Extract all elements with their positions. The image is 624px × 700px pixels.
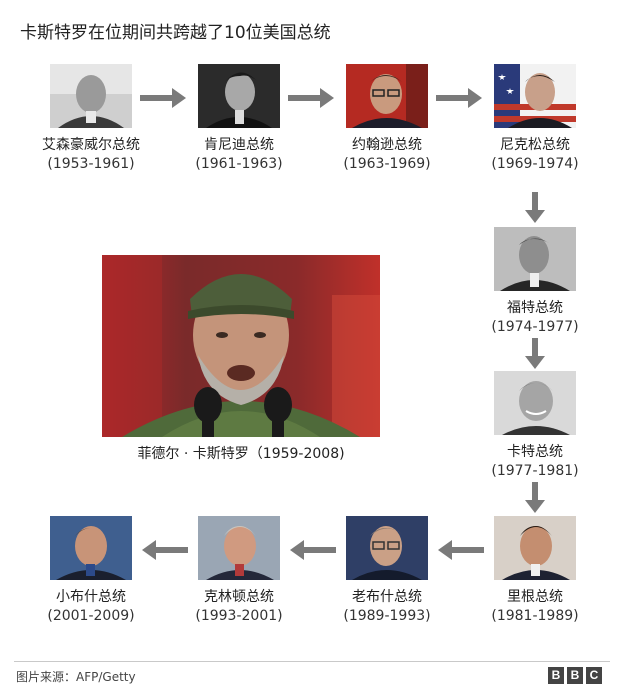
president-name: 克林顿总统 <box>204 589 274 605</box>
bbc-logo: B B C <box>548 667 602 684</box>
page-title: 卡斯特罗在位期间共跨越了10位美国总统 <box>20 23 331 43</box>
arrow-down-icon <box>525 192 545 223</box>
arrow-down-icon <box>525 482 545 513</box>
portrait-eisenhower <box>50 64 132 128</box>
arrow-left-icon <box>142 540 188 560</box>
president-name: 约翰逊总统 <box>352 137 422 153</box>
bbc-logo-letter: B <box>548 667 564 684</box>
president-years: (1989-1993) <box>343 608 431 624</box>
president-years: (1953-1961) <box>47 156 135 172</box>
president-card-clinton: 克林顿总统 (1993-2001) <box>164 516 314 626</box>
president-card-reagan: 里根总统 (1981-1989) <box>460 516 610 626</box>
president-card-eisenhower: 艾森豪威尔总统 (1953-1961) <box>16 64 166 174</box>
president-years: (1981-1989) <box>491 608 579 624</box>
arrow-right-icon <box>436 88 482 108</box>
president-years: (1993-2001) <box>195 608 283 624</box>
president-name: 卡特总统 <box>507 444 563 460</box>
portrait-kennedy <box>198 64 280 128</box>
president-card-nixon: 尼克松总统 (1969-1974) <box>460 64 610 174</box>
footer-divider <box>14 661 610 662</box>
image-source: 图片来源：AFP/Getty <box>16 670 136 684</box>
portrait-bush-jr <box>50 516 132 580</box>
castro-caption: 菲德尔 · 卡斯特罗（1959-2008) <box>137 446 345 462</box>
bbc-logo-letter: C <box>586 667 602 684</box>
portrait-carter <box>494 371 576 435</box>
arrow-right-icon <box>288 88 334 108</box>
arrow-right-icon <box>140 88 186 108</box>
president-card-bush-sr: 老布什总统 (1989-1993) <box>312 516 462 626</box>
president-name: 艾森豪威尔总统 <box>42 137 140 153</box>
castro-portrait <box>102 255 380 437</box>
portrait-clinton <box>198 516 280 580</box>
president-years: (1977-1981) <box>491 463 579 479</box>
bbc-logo-letter: B <box>567 667 583 684</box>
portrait-nixon <box>494 64 576 128</box>
president-name: 里根总统 <box>507 589 563 605</box>
portrait-johnson <box>346 64 428 128</box>
president-years: (1961-1963) <box>195 156 283 172</box>
president-name: 老布什总统 <box>352 589 422 605</box>
president-card-ford: 福特总统 (1974-1977) <box>460 227 610 337</box>
portrait-ford <box>494 227 576 291</box>
arrow-left-icon <box>438 540 484 560</box>
president-years: (1963-1969) <box>343 156 431 172</box>
president-card-kennedy: 肯尼迪总统 (1961-1963) <box>164 64 314 174</box>
president-years: (1969-1974) <box>491 156 579 172</box>
arrow-down-icon <box>525 338 545 369</box>
president-name: 尼克松总统 <box>500 137 570 153</box>
president-name: 小布什总统 <box>56 589 126 605</box>
president-years: (1974-1977) <box>491 319 579 335</box>
president-name: 福特总统 <box>507 300 563 316</box>
arrow-left-icon <box>290 540 336 560</box>
president-name: 肯尼迪总统 <box>204 137 274 153</box>
portrait-bush-sr <box>346 516 428 580</box>
president-card-johnson: 约翰逊总统 (1963-1969) <box>312 64 462 174</box>
president-card-carter: 卡特总统 (1977-1981) <box>460 371 610 481</box>
president-card-bush-jr: 小布什总统 (2001-2009) <box>16 516 166 626</box>
president-years: (2001-2009) <box>47 608 135 624</box>
portrait-reagan <box>494 516 576 580</box>
